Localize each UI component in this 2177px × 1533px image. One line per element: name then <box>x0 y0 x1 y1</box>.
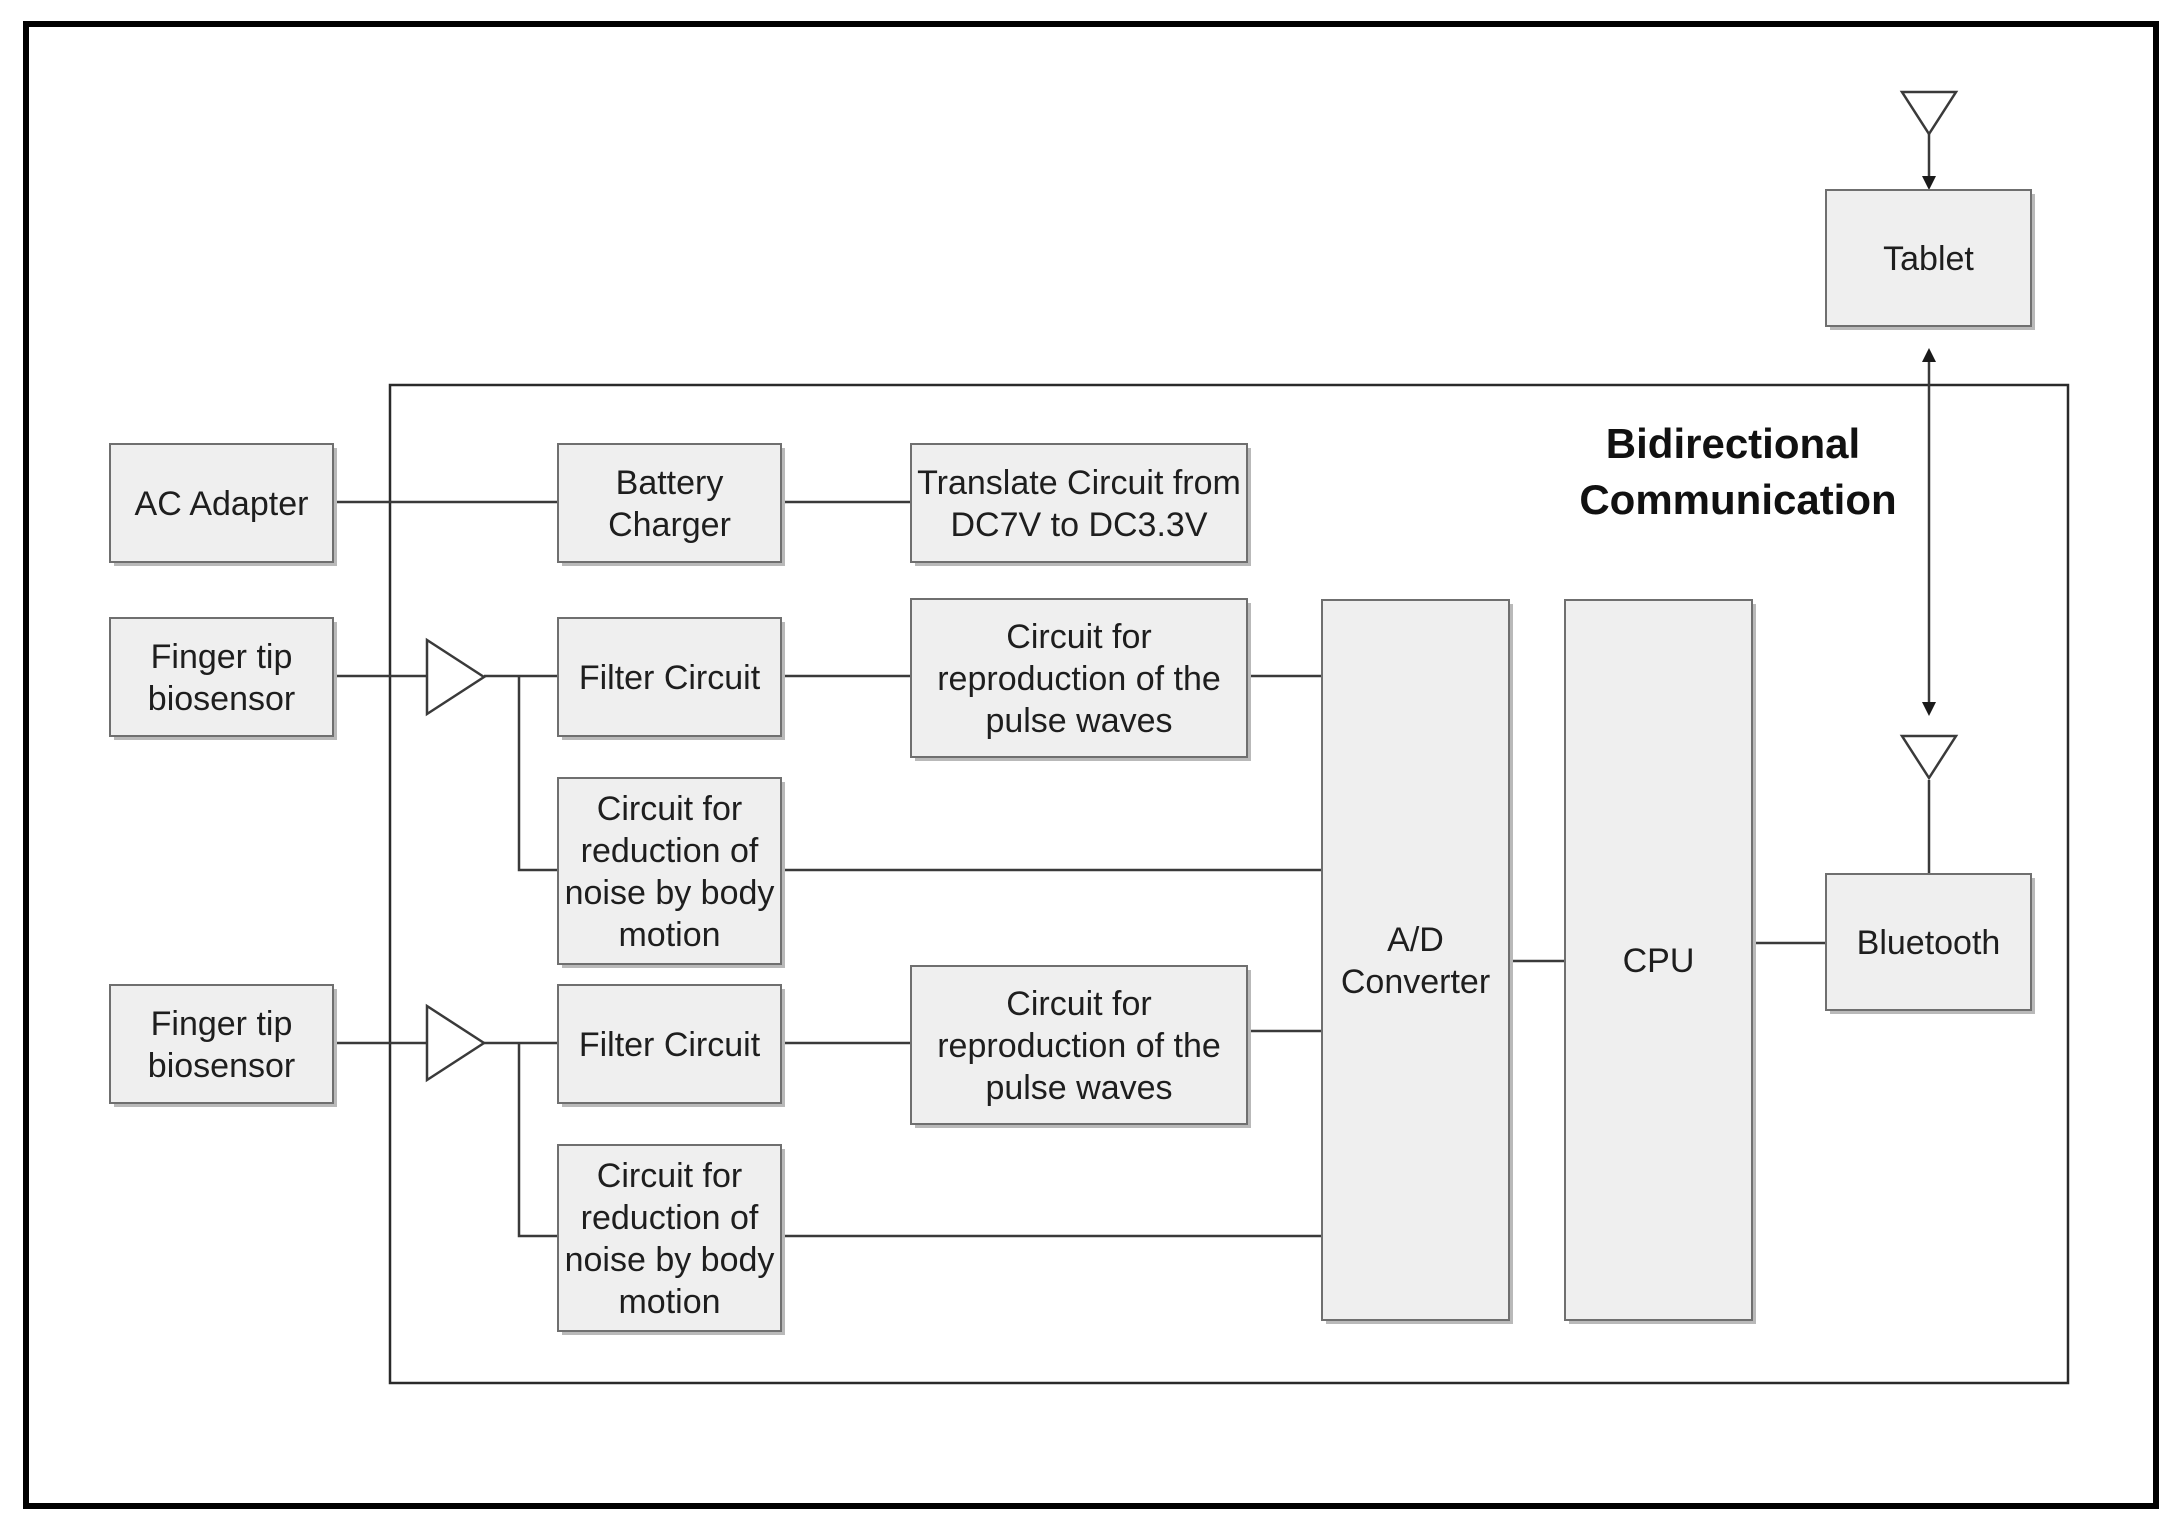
block-label: Circuit for <box>597 1157 742 1195</box>
block-body <box>1825 873 2032 1011</box>
block-label: Circuit for <box>1006 618 1151 656</box>
block-label: biosensor <box>148 1047 295 1085</box>
pulse-circuit-block-1: Circuit for reproduction of the pulse wave… <box>910 598 1251 761</box>
block-label: biosensor <box>148 680 295 718</box>
block-body <box>557 777 782 965</box>
block-label: reduction of <box>581 832 759 870</box>
block-label: DC7V to DC3.3V <box>951 506 1208 544</box>
cpu-block: CPU <box>1564 599 1756 1324</box>
block-label: Finger tip <box>151 638 293 676</box>
arrowhead-icon <box>1922 348 1936 362</box>
amplifier-icon <box>425 637 487 717</box>
block-label: Tablet <box>1883 240 1974 278</box>
block-body <box>1564 599 1753 1321</box>
block-label: motion <box>618 916 720 954</box>
block-label: CPU <box>1623 942 1695 980</box>
outer-frame <box>23 21 2159 1509</box>
block-body <box>910 443 1248 563</box>
block-body <box>557 443 782 563</box>
diagram-title-line2: Communication <box>1579 476 1896 523</box>
arrowhead-icon <box>1922 176 1936 190</box>
wire-amp2-to-noise2 <box>517 1043 558 1238</box>
block-label: AC Adapter <box>135 485 309 523</box>
tablet-block: Tablet <box>1825 189 2035 330</box>
amplifier-icon <box>425 1003 487 1083</box>
block-label: noise by body <box>565 1241 775 1279</box>
wire-amp1-to-noise1 <box>517 676 558 872</box>
block-body <box>109 984 334 1104</box>
filter-circuit-block-1: Filter Circuit <box>557 617 785 740</box>
block-label: reproduction of the <box>937 1027 1221 1065</box>
block-label: noise by body <box>565 874 775 912</box>
block-label: Converter <box>1341 963 1490 1001</box>
finger-sensor-block-2: Finger tip biosensor <box>109 984 337 1107</box>
antenna-icon <box>1899 734 1959 781</box>
block-label: Charger <box>608 506 731 544</box>
block-label: Bluetooth <box>1857 924 2001 962</box>
antenna-icon <box>1899 90 1959 137</box>
finger-sensor-block-1: Finger tip biosensor <box>109 617 337 740</box>
block-label: Battery <box>616 464 724 502</box>
block-label: pulse waves <box>985 1069 1172 1107</box>
block-body <box>1825 189 2032 327</box>
ac-adapter-block: AC Adapter <box>109 443 337 566</box>
block-body <box>1321 599 1510 1321</box>
bluetooth-block: Bluetooth <box>1825 873 2035 1014</box>
block-label: reproduction of the <box>937 660 1221 698</box>
device-container <box>388 383 2070 1385</box>
block-body <box>109 617 334 737</box>
block-label: reduction of <box>581 1199 759 1237</box>
block-body <box>557 1144 782 1332</box>
filter-circuit-block-2: Filter Circuit <box>557 984 785 1107</box>
block-label: A/D <box>1387 921 1444 959</box>
block-label: Finger tip <box>151 1005 293 1043</box>
ad-converter-block: A/D Converter <box>1321 599 1513 1324</box>
block-label: Translate Circuit from <box>917 464 1241 502</box>
diagram-title-line1: Bidirectional <box>1606 420 1860 467</box>
block-label: Filter Circuit <box>579 1026 761 1064</box>
block-body <box>557 984 782 1104</box>
block-body <box>910 598 1248 758</box>
connection-lines <box>333 128 1936 1238</box>
block-body <box>109 443 334 563</box>
block-label: pulse waves <box>985 702 1172 740</box>
block-label: Filter Circuit <box>579 659 761 697</box>
block-label: motion <box>618 1283 720 1321</box>
block-body <box>557 617 782 737</box>
arrowhead-icon <box>1922 702 1936 716</box>
pulse-circuit-block-2: Circuit for reproduction of the pulse wave… <box>910 965 1251 1128</box>
noise-circuit-block-2: Circuit for reduction of noise by body moti… <box>557 1144 785 1335</box>
block-label: Circuit for <box>1006 985 1151 1023</box>
block-body <box>910 965 1248 1125</box>
block-label: Circuit for <box>597 790 742 828</box>
noise-circuit-block-1: Circuit for reduction of noise by body moti… <box>557 777 785 968</box>
